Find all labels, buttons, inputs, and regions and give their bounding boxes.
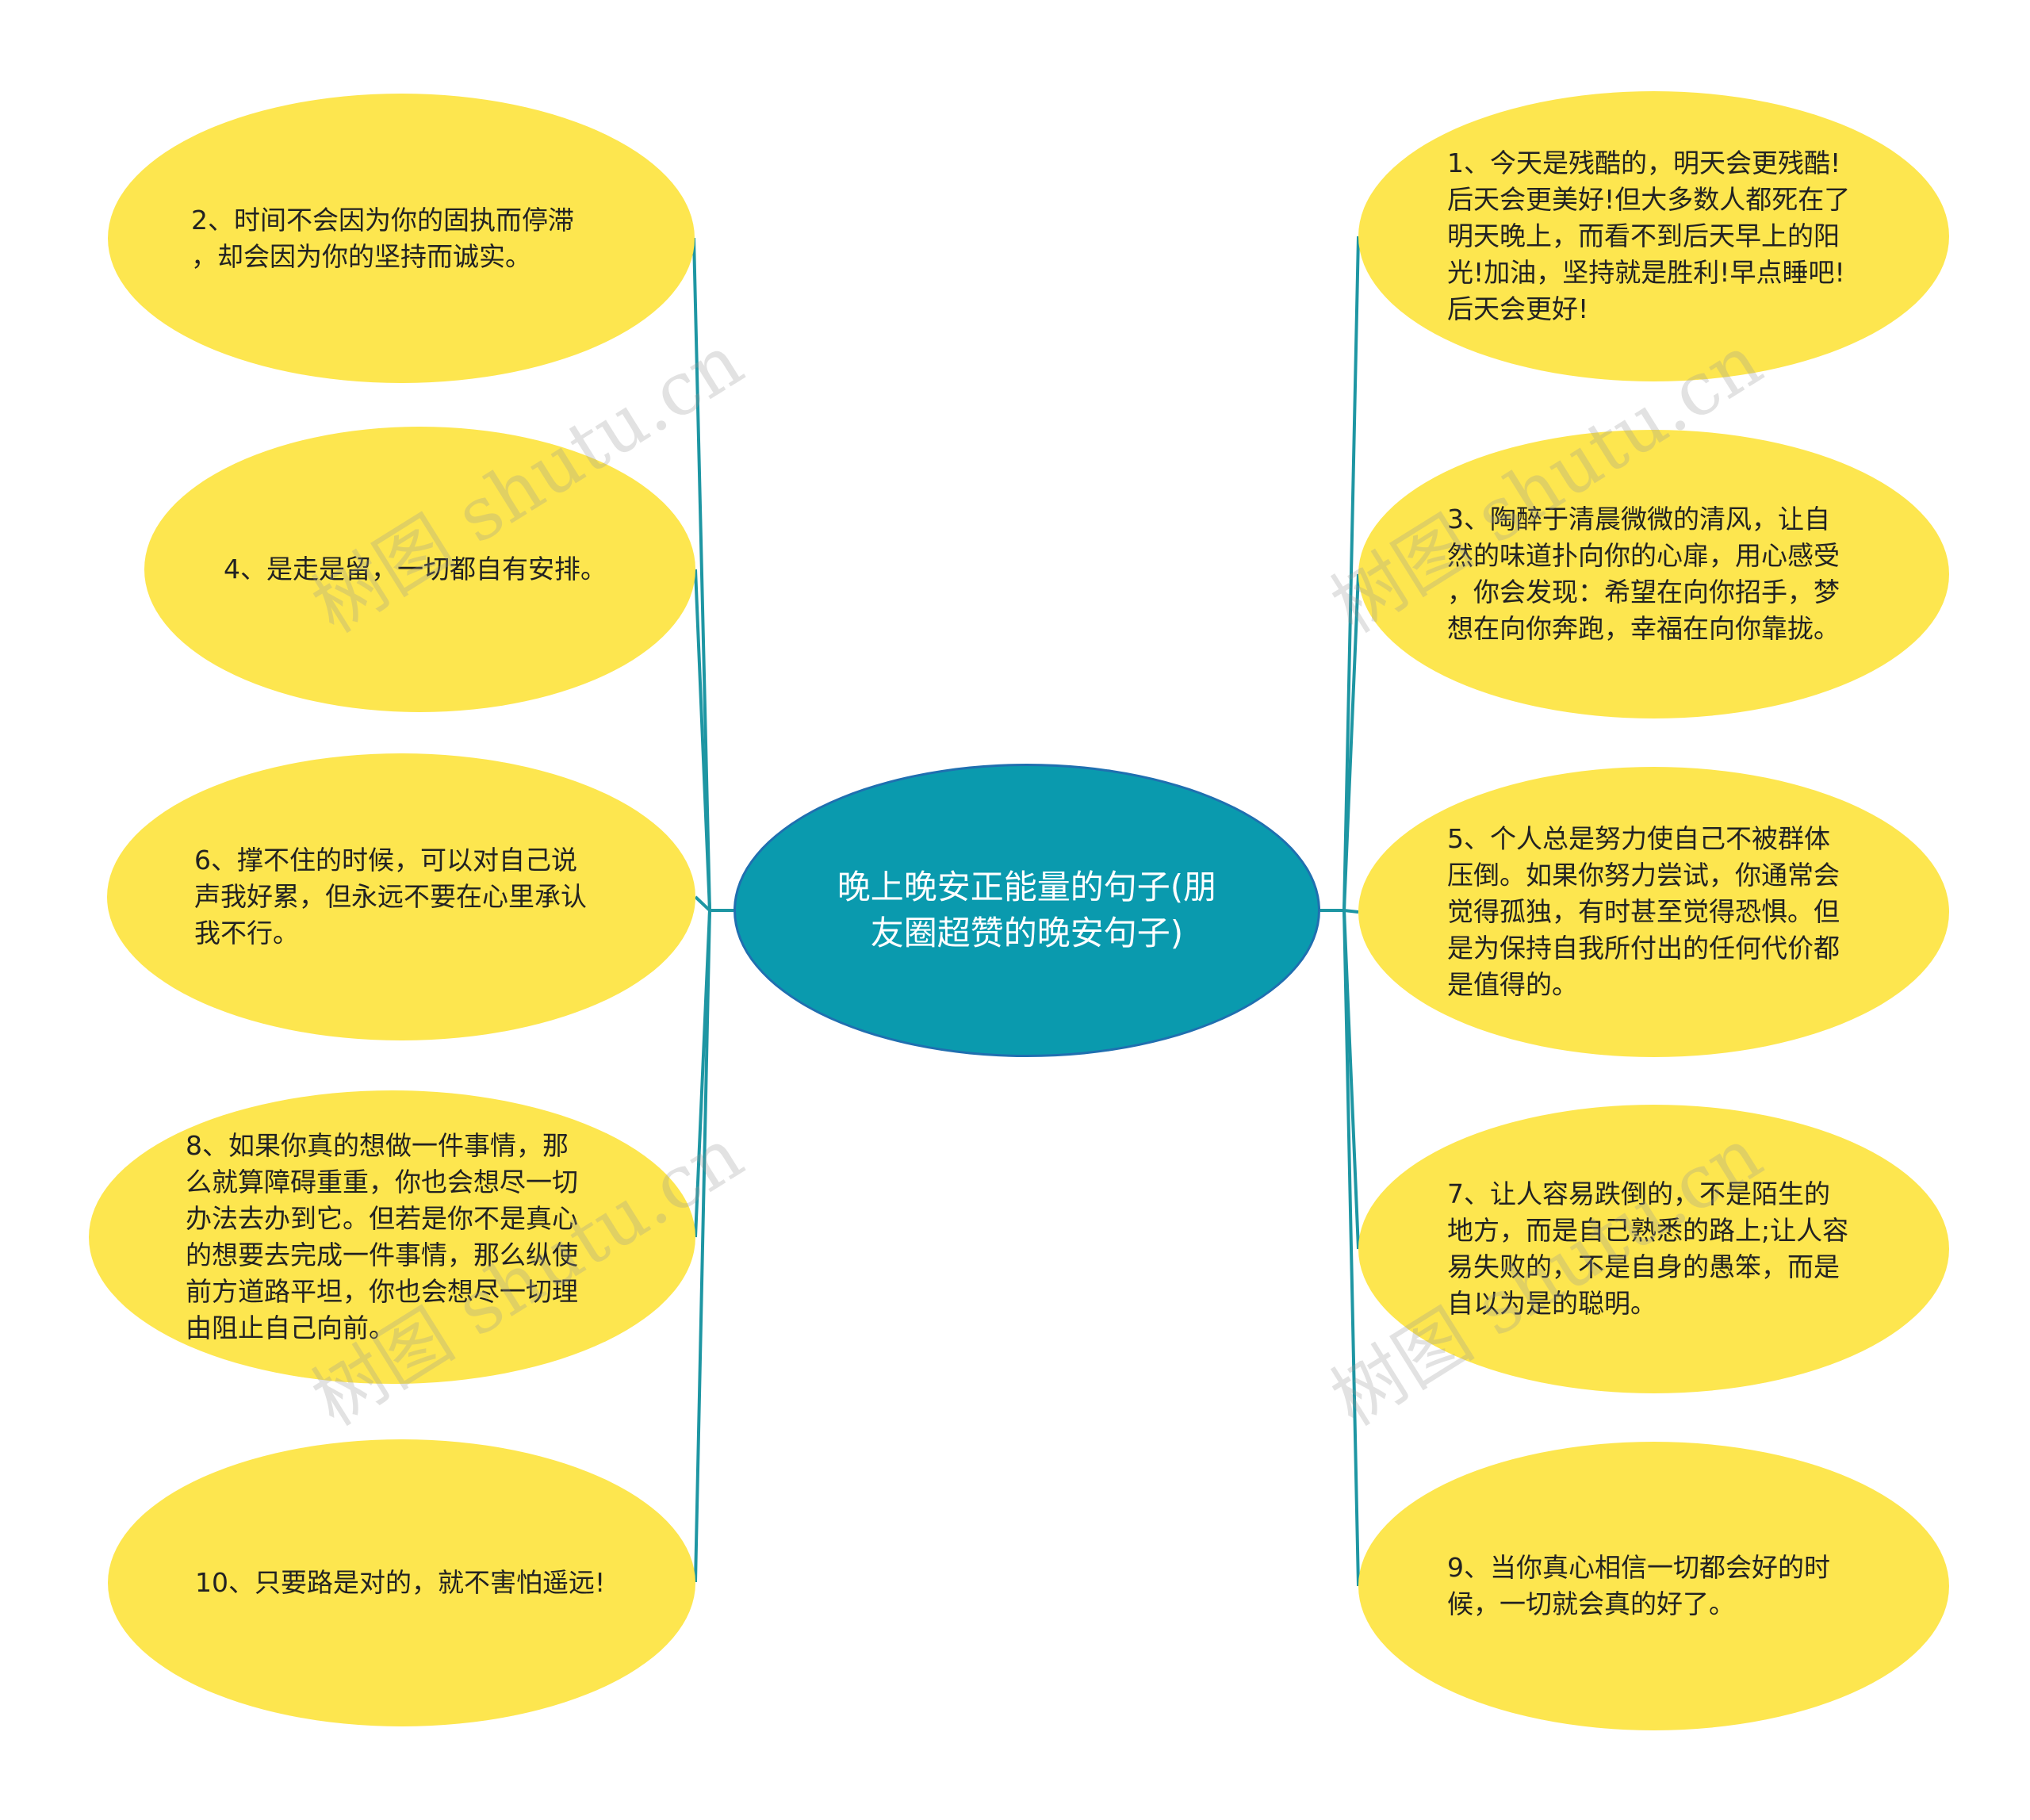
connector-right-1 bbox=[1320, 236, 1360, 912]
branch-node-10-text: 10、只要路是对的，就不害怕遥远! bbox=[195, 1567, 606, 1598]
connector-right-2 bbox=[1320, 573, 1360, 912]
central-topic-label: 晚上晚安正能量的句子(朋 友圈超赞的晚安句子) bbox=[837, 868, 1217, 952]
connector-left-5 bbox=[694, 909, 733, 1583]
branch-node-5[interactable]: 5、个人总是努力使自己不被群体 压倒。如果你努力尝试，你通常会 觉得孤独，有时甚… bbox=[1358, 767, 1949, 1057]
branch-node-8[interactable]: 8、如果你真的想做一件事情，那 么就算障碍重重，你也会想尽一切 办法去办到它。但… bbox=[89, 1090, 695, 1384]
branch-node-8-text: 8、如果你真的想做一件事情，那 么就算障碍重重，你也会想尽一切 办法去办到它。但… bbox=[186, 1130, 578, 1343]
branch-node-6[interactable]: 6、撑不住的时候，可以对自己说 声我好累，但永远不要在心里承认 我不行。 bbox=[107, 753, 695, 1040]
branch-node-1[interactable]: 1、今天是残酷的，明天会更残酷! 后天会更美好!但大多数人都死在了 明天晚上，而… bbox=[1358, 91, 1949, 381]
branch-node-6-text: 6、撑不住的时候，可以对自己说 声我好累，但永远不要在心里承认 我不行。 bbox=[194, 845, 587, 948]
connector-right-4 bbox=[1320, 909, 1360, 1250]
branch-node-10[interactable]: 10、只要路是对的，就不害怕遥远! bbox=[108, 1439, 695, 1726]
branch-node-9[interactable]: 9、当你真心相信一切都会好的时 候，一切就会真的好了。 bbox=[1358, 1442, 1949, 1730]
branch-node-9-text: 9、当你真心相信一切都会好的时 候，一切就会真的好了。 bbox=[1447, 1552, 1830, 1619]
connector-left-2 bbox=[694, 569, 733, 912]
branch-node-1-text: 1、今天是残酷的，明天会更残酷! 后天会更美好!但大多数人都死在了 明天晚上，而… bbox=[1447, 148, 1851, 324]
branch-node-4-text: 4、是走是留，一切都自有安排。 bbox=[224, 554, 607, 584]
connector-left-4 bbox=[694, 909, 733, 1238]
central-topic[interactable]: 晚上晚安正能量的句子(朋 友圈超赞的晚安句子) bbox=[733, 764, 1320, 1057]
branch-node-4[interactable]: 4、是走是留，一切都自有安排。 bbox=[144, 427, 695, 712]
connector-right-5 bbox=[1320, 909, 1360, 1587]
branch-node-3[interactable]: 3、陶醉于清晨微微的清风，让自 然的味道扑向你的心扉，用心感受 ，你会发现：希望… bbox=[1358, 430, 1949, 718]
branch-node-7[interactable]: 7、让人容易跌倒的，不是陌生的 地方，而是自己熟悉的路上;让人容 易失败的，不是… bbox=[1358, 1105, 1949, 1393]
branch-node-2-text: 2、时间不会因为你的固执而停滞 ，却会因为你的坚持而诚实。 bbox=[191, 204, 574, 272]
branch-node-7-text: 7、让人容易跌倒的，不是陌生的 地方，而是自己熟悉的路上;让人容 易失败的，不是… bbox=[1447, 1178, 1849, 1319]
branch-node-5-text: 5、个人总是努力使自己不被群体 压倒。如果你努力尝试，你通常会 觉得孤独，有时甚… bbox=[1447, 823, 1840, 1000]
connector-left-3 bbox=[694, 895, 733, 912]
branch-node-2[interactable]: 2、时间不会因为你的固执而停滞 ，却会因为你的坚持而诚实。 bbox=[108, 94, 695, 383]
connector-left-1 bbox=[692, 237, 733, 912]
branch-node-3-text: 3、陶醉于清晨微微的清风，让自 然的味道扑向你的心扉，用心感受 ，你会发现：希望… bbox=[1447, 504, 1840, 644]
